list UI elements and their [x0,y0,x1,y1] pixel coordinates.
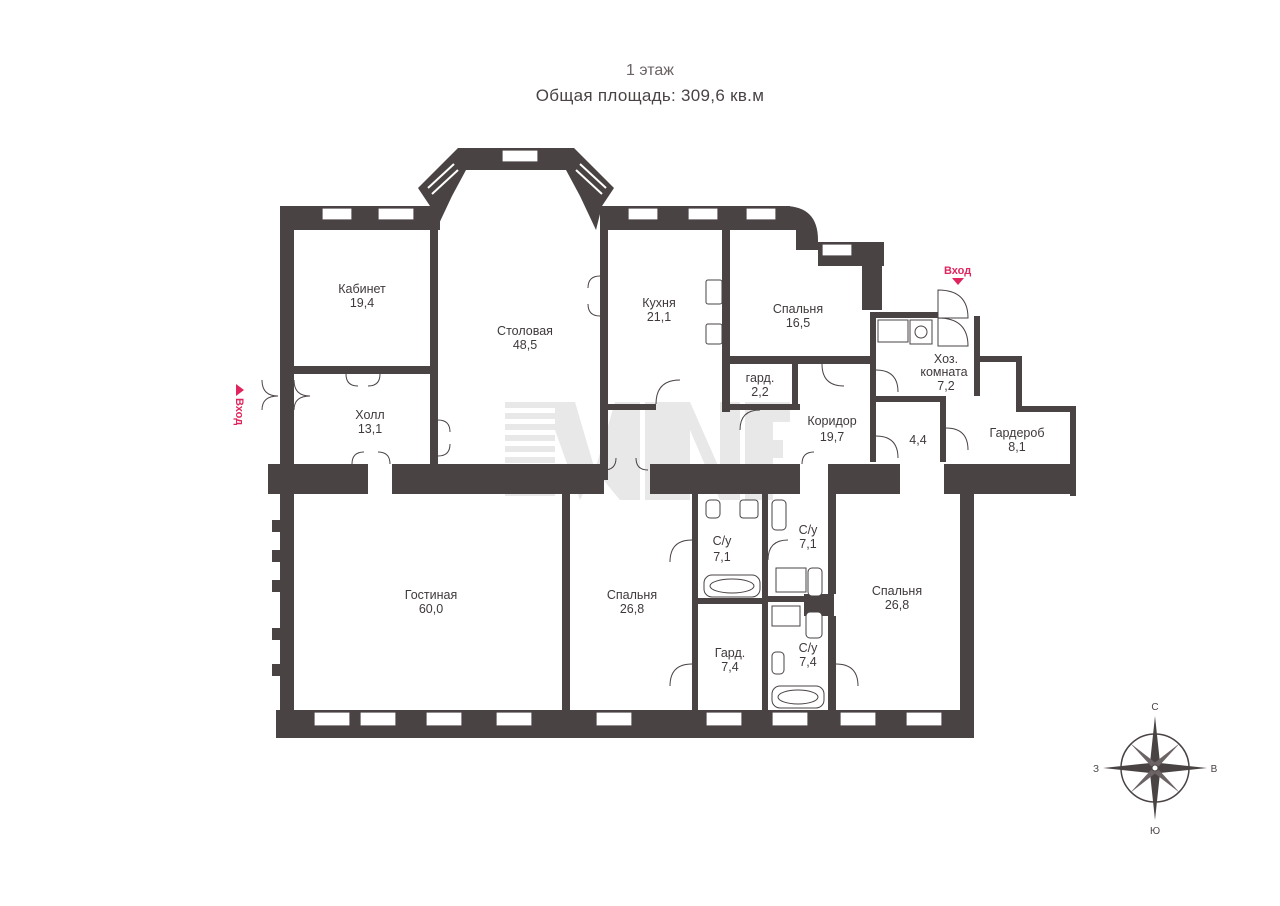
entrance-left-label: Вход [233,398,245,425]
room-gard-7-name: Гард. [715,646,745,660]
floor-label: 1 этаж [626,62,674,79]
room-hoz-name2: комната [920,365,967,379]
total-area-label: Общая площадь: 309,6 кв.м [535,86,765,105]
entrance-door-left [261,379,311,411]
room-su2-name: С/у [799,523,819,537]
windows [313,149,943,727]
room-su1-name: С/у [713,534,733,548]
compass-south-label: Ю [1150,826,1160,837]
room-gostinaya-name: Гостиная [405,588,457,602]
room-gard-7-area: 7,4 [721,660,738,674]
room-spalnya-mid-name: Спальня [607,588,657,602]
room-kabinet-area: 19,4 [350,296,374,310]
fixtures [703,279,933,709]
room-koridor-area: 19,7 [820,430,844,444]
room-gostinaya-area: 60,0 [419,602,443,616]
room-kuhnya-area: 21,1 [647,310,671,324]
bay-windows [427,163,607,195]
room-spalnya-right-name: Спальня [872,584,922,598]
room-koridor-name: Коридор [807,414,856,428]
room-vestibule-area: 4,4 [909,433,926,447]
entrance-right-marker: Вход [944,265,971,285]
compass-north-label: С [1151,702,1158,713]
room-gard-small-name: гард. [746,371,775,385]
entrance-right-label: Вход [944,265,971,277]
room-spalnya-top-name: Спальня [773,302,823,316]
room-hoz-name: Хоз. [934,352,958,366]
room-spalnya-top-area: 16,5 [786,316,810,330]
room-su1-area: 7,1 [713,550,730,564]
room-hall-name: Холл [355,408,384,422]
room-gard-small-area: 2,2 [751,385,768,399]
doors [345,275,969,687]
room-spalnya-right-area: 26,8 [885,598,909,612]
compass-east-label: В [1211,764,1218,775]
compass-rose: С Ю З В [1093,702,1218,837]
room-hoz-area: 7,2 [937,379,954,393]
room-garderob-name: Гардероб [990,426,1045,440]
room-su2-area: 7,1 [799,537,816,551]
room-kuhnya-name: Кухня [642,296,675,310]
room-garderob-area: 8,1 [1008,440,1025,454]
room-su3-area: 7,4 [799,655,816,669]
room-hall-area: 13,1 [358,422,382,436]
compass-west-label: З [1093,764,1099,775]
room-labels: Кабинет 19,4 Столовая 48,5 Кухня 21,1 Сп… [338,282,1044,674]
room-kabinet-name: Кабинет [338,282,386,296]
entrance-door-right [937,289,969,347]
room-stolovaya-area: 48,5 [513,338,537,352]
room-stolovaya-name: Столовая [497,324,553,338]
entrance-left-marker: Вход [233,384,245,425]
room-spalnya-mid-area: 26,8 [620,602,644,616]
room-su3-name: С/у [799,641,819,655]
